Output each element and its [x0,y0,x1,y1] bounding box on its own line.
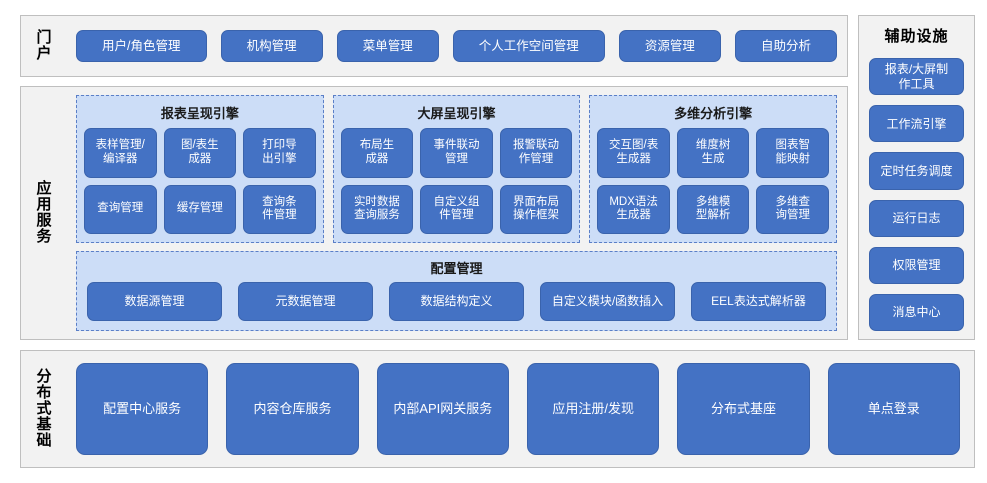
portal-item-org-management[interactable]: 机构管理 [220,30,323,62]
config-management-items: 数据源管理 元数据管理 数据结构定义 自定义模块/函数插入 EEL表达式解析器 [87,282,826,321]
report-item-query-management[interactable]: 查询管理 [84,184,157,234]
config-management-title: 配置管理 [430,261,483,276]
config-management-group: 配置管理 数据源管理 元数据管理 数据结构定义 自定义模块/函数插入 EEL表达… [76,251,837,331]
auxiliary-facilities-items: 报表/大屏制 作工具 工作流引擎 定时任务调度 运行日志 权限管理 消息中心 [869,58,964,332]
engine-group-bigscreen-rendering: 大屏呈现引擎 布局生 成器 事件联动 管理 报警联动 作管理 实时数据 查询服务… [332,95,581,243]
engine-group-report-rendering-title: 报表呈现引擎 [160,106,239,121]
report-item-print-export-engine[interactable]: 打印导 出引擎 [243,128,316,178]
portal-item-personal-workspace-management[interactable]: 个人工作空间管理 [452,30,605,62]
config-item-eel-expression-parser[interactable]: EEL表达式解析器 [691,282,826,321]
multidim-item-multidim-model-parsing[interactable]: 多维模 型解析 [676,184,750,234]
portal-items-row: 用户/角色管理 机构管理 菜单管理 个人工作空间管理 资源管理 自助分析 [76,16,838,76]
engine-group-bigscreen-rendering-items: 布局生 成器 事件联动 管理 报警联动 作管理 实时数据 查询服务 自定义组 件… [340,128,573,234]
engine-group-report-rendering: 报表呈现引擎 表样管理/ 编译器 图/表生 成器 打印导 出引擎 查询管理 缓存… [76,95,324,243]
report-item-chart-table-generator[interactable]: 图/表生 成器 [163,128,237,178]
base-item-content-repository-service[interactable]: 内容仓库服务 [226,363,359,455]
aux-item-message-center[interactable]: 消息中心 [869,293,964,332]
bigscreen-item-alarm-linkage-action-management[interactable]: 报警联动 作管理 [499,128,573,178]
auxiliary-facilities-title: 辅助设施 [884,28,949,45]
report-item-template-management-compiler[interactable]: 表样管理/ 编译器 [84,128,157,178]
report-item-query-condition-management[interactable]: 查询条 件管理 [243,184,316,234]
config-item-datasource-management[interactable]: 数据源管理 [87,282,222,321]
config-item-metadata-management[interactable]: 元数据管理 [238,282,373,321]
base-item-internal-api-gateway-service[interactable]: 内部API网关服务 [376,363,509,455]
engine-group-bigscreen-rendering-title: 大屏呈现引擎 [417,106,496,121]
bigscreen-item-event-linkage-management[interactable]: 事件联动 管理 [420,128,493,178]
portal-section: 门户 用户/角色管理 机构管理 菜单管理 个人工作空间管理 资源管理 自助分析 [20,15,848,77]
base-item-single-sign-on[interactable]: 单点登录 [827,363,960,455]
bigscreen-item-layout-generator[interactable]: 布局生 成器 [340,128,414,178]
application-service-section-label: 应用服务 [21,87,67,339]
engine-group-multidim-analysis-items: 交互图/表 生成器 维度树 生成 图表智 能映射 MDX语法 生成器 多维模 型… [597,128,829,234]
bigscreen-item-realtime-data-query-service[interactable]: 实时数据 查询服务 [340,184,414,234]
multidim-item-interactive-chart-table-generator[interactable]: 交互图/表 生成器 [597,128,670,178]
portal-item-user-role-management[interactable]: 用户/角色管理 [76,30,207,62]
base-item-config-center-service[interactable]: 配置中心服务 [76,363,209,455]
engine-group-multidim-analysis-title: 多维分析引擎 [674,106,753,121]
portal-item-self-service-analysis[interactable]: 自助分析 [734,30,838,62]
distributed-base-section: 分布式基础 配置中心服务 内容仓库服务 内部API网关服务 应用注册/发现 分布… [20,350,975,468]
portal-item-resource-management[interactable]: 资源管理 [618,30,721,62]
aux-item-report-bigscreen-authoring-tool[interactable]: 报表/大屏制 作工具 [869,58,964,96]
aux-item-workflow-engine[interactable]: 工作流引擎 [869,105,964,143]
engine-group-multidim-analysis: 多维分析引擎 交互图/表 生成器 维度树 生成 图表智 能映射 MDX语法 生成… [589,95,838,243]
bigscreen-item-ui-layout-operation-framework[interactable]: 界面布局 操作框架 [499,184,573,234]
application-service-section-label-text: 应用服务 [36,179,53,246]
portal-section-label-text: 门户 [36,28,53,62]
config-item-data-structure-definition[interactable]: 数据结构定义 [389,282,524,321]
bigscreen-item-custom-component-management[interactable]: 自定义组 件管理 [420,184,493,234]
engines-row: 报表呈现引擎 表样管理/ 编译器 图/表生 成器 打印导 出引擎 查询管理 缓存… [76,95,838,243]
multidim-item-dimension-tree-generation[interactable]: 维度树 生成 [676,128,750,178]
portal-item-menu-management[interactable]: 菜单管理 [336,30,439,62]
portal-section-label: 门户 [21,16,67,76]
distributed-base-items-row: 配置中心服务 内容仓库服务 内部API网关服务 应用注册/发现 分布式基座 单点… [76,363,960,455]
config-item-custom-module-function-insertion[interactable]: 自定义模块/函数插入 [540,282,675,321]
application-service-section: 应用服务 报表呈现引擎 表样管理/ 编译器 图/表生 成器 打印导 出引擎 查询… [20,86,848,340]
application-service-body: 报表呈现引擎 表样管理/ 编译器 图/表生 成器 打印导 出引擎 查询管理 缓存… [76,95,838,331]
report-item-cache-management[interactable]: 缓存管理 [163,184,237,234]
auxiliary-facilities-section: 辅助设施 报表/大屏制 作工具 工作流引擎 定时任务调度 运行日志 权限管理 消… [858,15,975,340]
base-item-app-registration-discovery[interactable]: 应用注册/发现 [526,363,660,455]
distributed-base-section-label: 分布式基础 [21,351,67,467]
aux-item-runtime-log[interactable]: 运行日志 [869,199,964,237]
distributed-base-section-label-text: 分布式基础 [36,367,53,450]
multidim-item-mdx-syntax-generator[interactable]: MDX语法 生成器 [597,184,670,234]
aux-item-scheduled-task-scheduling[interactable]: 定时任务调度 [869,152,964,190]
engine-group-report-rendering-items: 表样管理/ 编译器 图/表生 成器 打印导 出引擎 查询管理 缓存管理 查询条 … [84,128,316,234]
aux-item-permission-management[interactable]: 权限管理 [869,246,964,284]
multidim-item-multidim-query-management[interactable]: 多维查 询管理 [756,184,829,234]
base-item-distributed-foundation[interactable]: 分布式基座 [677,363,810,455]
multidim-item-chart-smart-mapping[interactable]: 图表智 能映射 [756,128,829,178]
